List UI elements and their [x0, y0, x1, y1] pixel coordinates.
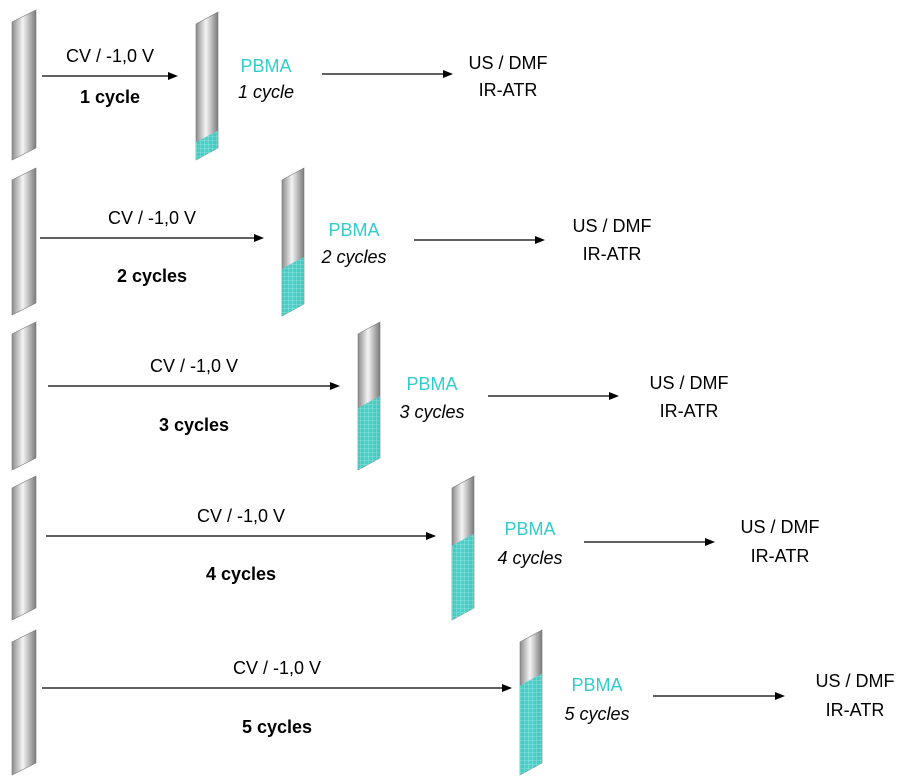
analysis-label-ir-atr: IR-ATR [660, 401, 719, 421]
cycles-italic-label: 4 cycles [497, 548, 562, 568]
cycles-label: 2 cycles [117, 266, 187, 286]
polymer-label: PBMA [240, 56, 291, 76]
bare-electrode [12, 630, 36, 775]
analysis-label-ir-atr: IR-ATR [751, 546, 810, 566]
method-label: CV / -1,0 V [66, 46, 154, 66]
deposition-arrow-head [502, 684, 512, 692]
polymer-label: PBMA [504, 519, 555, 539]
deposition-arrow-head [426, 532, 436, 540]
method-label: CV / -1,0 V [150, 356, 238, 376]
method-label: CV / -1,0 V [197, 506, 285, 526]
analysis-label-us-dmf: US / DMF [816, 671, 895, 691]
bare-electrode [12, 168, 36, 315]
cycles-label: 1 cycle [80, 87, 140, 107]
method-label: CV / -1,0 V [108, 208, 196, 228]
cycles-italic-label: 3 cycles [399, 402, 464, 422]
bare-electrode [12, 322, 36, 470]
deposition-arrow-head [330, 382, 340, 390]
pbma-coating [452, 534, 474, 620]
analysis-arrow-head [443, 70, 453, 78]
analysis-arrow-head [775, 692, 785, 700]
deposition-arrow-head [168, 72, 178, 80]
cycles-italic-label: 5 cycles [564, 704, 629, 724]
polymer-label: PBMA [571, 675, 622, 695]
analysis-label-us-dmf: US / DMF [469, 53, 548, 73]
pbma-coating [520, 674, 542, 776]
method-label: CV / -1,0 V [233, 658, 321, 678]
polymer-label: PBMA [328, 220, 379, 240]
cycles-italic-label: 1 cycle [238, 82, 294, 102]
cycles-italic-label: 2 cycles [320, 247, 386, 267]
analysis-arrow-head [705, 538, 715, 546]
cycles-label: 5 cycles [242, 717, 312, 737]
cycles-label: 4 cycles [206, 564, 276, 584]
analysis-label-us-dmf: US / DMF [573, 216, 652, 236]
bare-electrode [12, 10, 36, 160]
deposition-arrow-head [254, 234, 264, 242]
analysis-arrow-head [609, 392, 619, 400]
analysis-label-ir-atr: IR-ATR [479, 80, 538, 100]
polymer-label: PBMA [406, 374, 457, 394]
analysis-label-us-dmf: US / DMF [650, 373, 729, 393]
analysis-label-us-dmf: US / DMF [741, 517, 820, 537]
cycles-label: 3 cycles [159, 415, 229, 435]
analysis-label-ir-atr: IR-ATR [583, 244, 642, 264]
pbma-coating [358, 396, 380, 470]
analysis-arrow-head [535, 236, 545, 244]
analysis-label-ir-atr: IR-ATR [826, 700, 885, 720]
bare-electrode [12, 476, 36, 620]
